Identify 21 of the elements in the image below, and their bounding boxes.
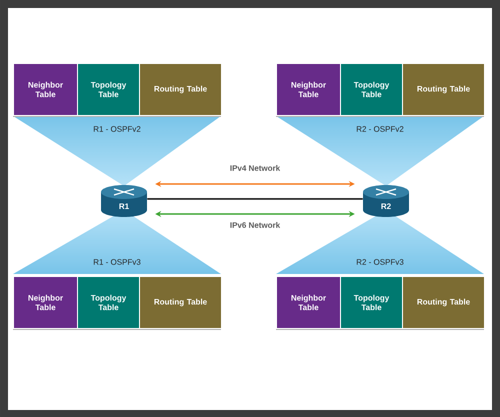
table-box: Topology Table bbox=[77, 276, 140, 329]
edge-label: IPv6 Network bbox=[230, 222, 280, 228]
table-box: Routing Table bbox=[402, 276, 485, 329]
table-box: Neighbor Table bbox=[276, 276, 341, 329]
table-box: Neighbor Table bbox=[13, 63, 78, 116]
table-box: Topology Table bbox=[340, 63, 403, 116]
beam-label: R1 - OSPFv3 bbox=[94, 259, 140, 265]
connector bbox=[147, 198, 363, 200]
router: R1 bbox=[101, 185, 147, 217]
table-box: Topology Table bbox=[340, 276, 403, 329]
table-box: Neighbor Table bbox=[13, 276, 78, 329]
table-box: Routing Table bbox=[139, 63, 222, 116]
beam-label: R1 - OSPFv2 bbox=[94, 126, 140, 132]
beam-label: R2 - OSPFv2 bbox=[356, 126, 404, 132]
table-box: Topology Table bbox=[77, 63, 140, 116]
beam-label: R2 - OSPFv3 bbox=[356, 259, 404, 265]
table-box: Routing Table bbox=[139, 276, 222, 329]
edge-label: IPv4 Network bbox=[230, 165, 280, 171]
table-box: Routing Table bbox=[402, 63, 485, 116]
router: R2 bbox=[363, 185, 409, 217]
table-box: Neighbor Table bbox=[276, 63, 341, 116]
